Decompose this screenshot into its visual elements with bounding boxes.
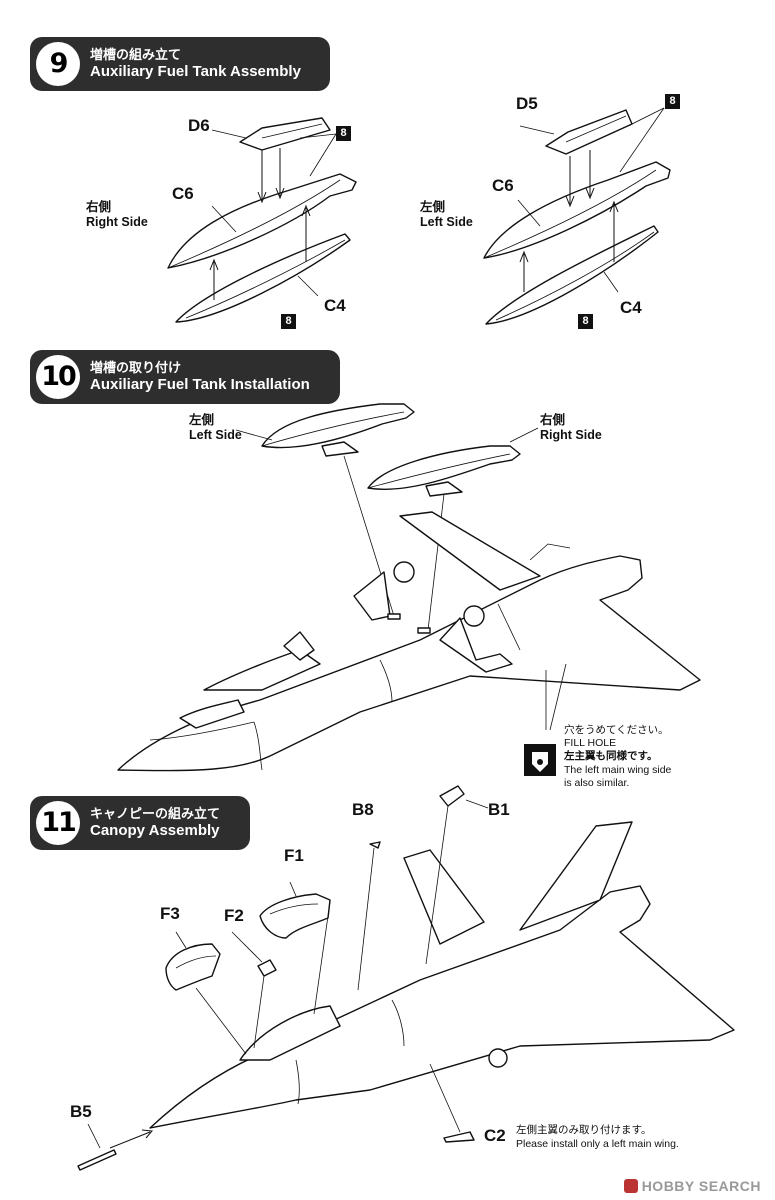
step-9-banner: 9 増槽の組み立て Auxiliary Fuel Tank Assembly: [30, 37, 330, 91]
step-11-title-jp: キャノピーの組み立て: [90, 807, 221, 822]
part-label-f2: F2: [224, 906, 244, 925]
step9-right-tank-drawing: [167, 117, 357, 323]
step9-left-tank-drawing: [483, 107, 671, 325]
part-label-c4-right: C4: [324, 296, 346, 315]
step-10-title-jp: 増槽の取り付け: [90, 361, 182, 376]
left-tank-label-jp: 左側: [189, 413, 215, 427]
similar-note-jp: 左主翼も同様です。: [564, 750, 658, 762]
part-label-c2: C2: [484, 1126, 506, 1145]
right-tank-label-jp: 右側: [540, 413, 566, 427]
fill-hole-note-en: FILL HOLE: [564, 737, 617, 749]
part-label-b1: B1: [488, 800, 510, 819]
step-10-banner: 10 増槽の取り付け Auxiliary Fuel Tank Installat…: [30, 350, 340, 404]
step-11-banner: 11 キャノピーの組み立て Canopy Assembly: [30, 796, 250, 850]
part-label-d5: D5: [516, 94, 538, 113]
part-label-f3: F3: [160, 904, 180, 923]
watermark-text: HOBBY SEARCH: [641, 1178, 761, 1194]
right-side-label-jp: 右側: [86, 200, 112, 214]
left-tank-label-en: Left Side: [189, 428, 242, 442]
step-9-number: 9: [36, 42, 80, 86]
left-side-label-en: Left Side: [420, 215, 473, 229]
part-label-c4-left: C4: [620, 298, 642, 317]
paint-badge-8: 8: [578, 314, 593, 329]
part-label-c6-left: C6: [492, 176, 514, 195]
paint-badge-8: 8: [665, 94, 680, 109]
right-tank-label-en: Right Side: [540, 428, 602, 442]
part-label-b8: B8: [352, 800, 374, 819]
step-10-title-en: Auxiliary Fuel Tank Installation: [90, 376, 310, 393]
step-11-number: 11: [36, 801, 80, 845]
watermark: HOBBY SEARCH: [623, 1178, 761, 1194]
part-label-b5: B5: [70, 1102, 92, 1121]
step11-drawing: [77, 785, 735, 1171]
hobby-search-logo-icon: [623, 1179, 638, 1193]
similar-note-en: The left main wing side is also similar.: [564, 764, 672, 789]
right-side-label-en: Right Side: [86, 215, 148, 229]
part-label-d6: D6: [188, 116, 210, 135]
paint-badge-8: 8: [336, 126, 351, 141]
step-10-number: 10: [36, 355, 80, 399]
left-wing-note-jp: 左側主翼のみ取り付けます。: [516, 1124, 652, 1136]
step-9-title-jp: 増槽の組み立て: [90, 48, 182, 63]
part-label-f1: F1: [284, 846, 304, 865]
paint-badge-8: 8: [281, 314, 296, 329]
step10-drawing: [117, 403, 701, 776]
part-label-c6-right: C6: [172, 184, 194, 203]
step-11-title-en: Canopy Assembly: [90, 822, 220, 839]
left-side-label-jp: 左側: [420, 200, 446, 214]
left-wing-note-en: Please install only a left main wing.: [516, 1138, 679, 1150]
fill-hole-note-jp: 穴をうめてください。: [564, 724, 669, 736]
step-9-title-en: Auxiliary Fuel Tank Assembly: [90, 63, 301, 80]
